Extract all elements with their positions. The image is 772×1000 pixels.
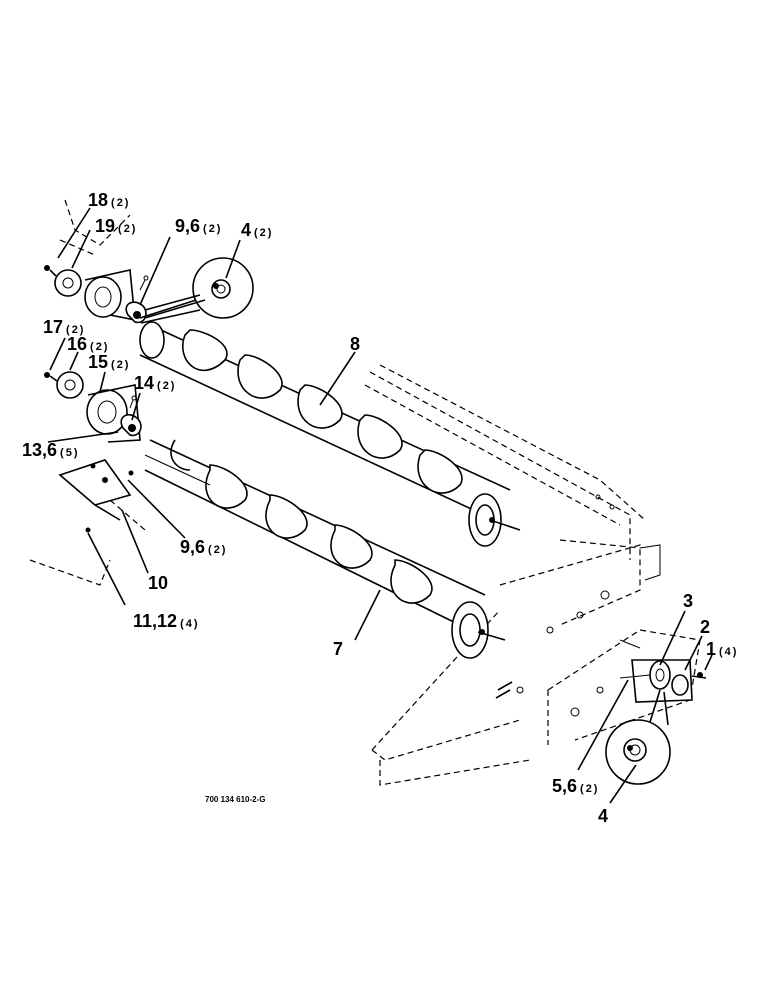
- callout-8: 8: [350, 334, 360, 354]
- detail-view-lower: [605, 689, 671, 785]
- callout-9-6-upper: 9,6(2): [175, 216, 222, 236]
- detail-view-upper: [139, 257, 254, 324]
- callout-13-6: 13,6(5): [22, 440, 80, 460]
- callout-17: 17(2): [43, 317, 85, 337]
- lower-auger: [144, 439, 506, 659]
- bracket: [58, 459, 134, 533]
- callout-5-6: 5,6(2): [552, 776, 599, 796]
- leader-lines: [47, 207, 713, 804]
- header-frame: [29, 199, 701, 786]
- callout-19: 19(2): [95, 216, 137, 236]
- right-bearing-assembly: [619, 639, 707, 703]
- drawing-code: 700 134 610-2-G: [205, 795, 266, 804]
- callout-7: 7: [333, 639, 343, 659]
- callout-1: 1(4): [706, 639, 738, 659]
- callout-11-12: 11,12(4): [133, 611, 200, 631]
- callout-4-lower: 4: [598, 806, 608, 826]
- callout-9-6-lower: 9,6(2): [180, 537, 227, 557]
- callout-16: 16(2): [67, 334, 109, 354]
- callout-3: 3: [683, 591, 693, 611]
- callout-18: 18(2): [88, 190, 130, 210]
- callout-14: 14(2): [134, 373, 176, 393]
- callout-4-upper: 4(2): [241, 220, 273, 240]
- lower-bearing-assembly: [44, 371, 142, 443]
- upper-auger: [139, 321, 521, 547]
- callout-2: 2: [700, 617, 710, 637]
- callout-labels: 18(2) 19(2) 9,6(2) 4(2) 17(2) 16(2) 15(2…: [22, 190, 738, 826]
- callout-10: 10: [148, 573, 168, 593]
- callout-15: 15(2): [88, 352, 130, 372]
